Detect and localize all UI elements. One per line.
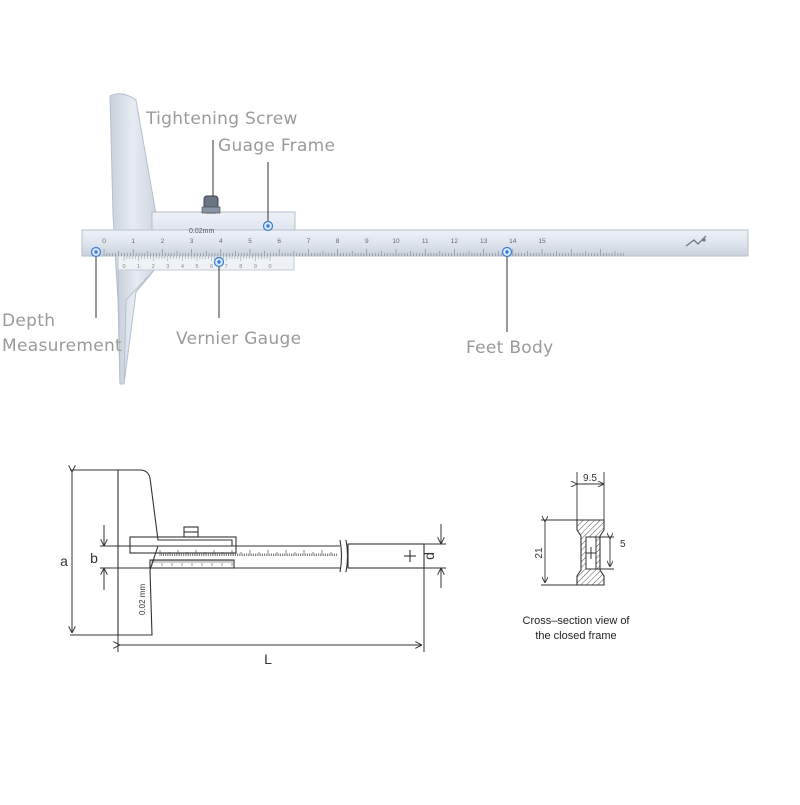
main-scale-number: 13 — [480, 238, 488, 245]
cross-section — [576, 519, 605, 586]
main-scale-number: 5 — [248, 238, 252, 245]
dimension-b-label: b — [90, 550, 98, 566]
dimension-inner — [596, 537, 614, 570]
caption-line-1: Cross–section view of — [522, 615, 630, 627]
main-scale-number: 6 — [277, 238, 281, 245]
technical-drawing — [117, 469, 425, 636]
dimension-height-label: 21 — [534, 547, 545, 559]
brand-logo — [685, 235, 707, 247]
drawing-vertical-label: 0.02 mm — [138, 584, 147, 615]
callout-depth-line2: Measurement — [2, 336, 123, 356]
dimension-L — [118, 568, 425, 652]
callout-tightening-screw: Tightening Screw — [146, 109, 298, 129]
callout-feet-body: Feet Body — [466, 338, 554, 358]
vernier-number: 6 — [210, 264, 213, 270]
dimension-a-label: a — [60, 553, 68, 569]
cross-section-caption: Cross–section view of the closed frame — [508, 614, 644, 644]
feet-body-beam — [81, 229, 749, 257]
callout-vernier-gauge: Vernier Gauge — [176, 329, 302, 349]
main-scale-number: 4 — [219, 238, 223, 245]
vernier-number: 3 — [166, 264, 169, 270]
dimension-d — [424, 524, 446, 588]
vernier-number: 8 — [239, 264, 242, 270]
main-scale-number: 2 — [161, 238, 165, 245]
vernier-number: 4 — [181, 264, 184, 270]
vernier-number: 0 — [122, 264, 125, 270]
dimension-height — [541, 520, 577, 586]
main-scale — [103, 249, 625, 256]
dimension-width — [577, 472, 605, 520]
vernier-number: 1 — [137, 264, 140, 270]
callout-depth-line1: Depth — [2, 311, 56, 331]
gauge-base-lower — [117, 267, 158, 385]
main-scale-number: 11 — [422, 238, 429, 245]
vernier-number: 2 — [152, 264, 155, 270]
callout-gauge-frame: Guage Frame — [218, 136, 336, 156]
dimension-b — [100, 525, 130, 590]
vernier-number: 7 — [225, 264, 228, 270]
main-scale-number: 10 — [392, 238, 400, 245]
callout-dot-depth — [90, 246, 102, 258]
main-scale-number: 15 — [538, 238, 546, 245]
vernier-number: 9 — [254, 264, 257, 270]
vernier-value-label: 0.02mm — [189, 228, 214, 235]
main-scale-number: 7 — [307, 238, 311, 245]
main-scale-number: 0 — [102, 238, 106, 245]
main-scale-number: 12 — [451, 238, 459, 245]
callout-dot-vernier — [213, 256, 225, 268]
vernier-number: 0 — [268, 264, 271, 270]
main-scale-number: 14 — [509, 238, 517, 245]
dimension-inner-label: 5 — [620, 539, 626, 550]
dimension-d-label: d — [421, 552, 437, 560]
caption-line-2: the closed frame — [535, 630, 617, 642]
vernier-scale-numbers: 0 1 2 3 4 5 6 7 8 9 0 — [122, 264, 271, 270]
main-scale-number: 9 — [365, 238, 369, 245]
callout-dot-frame — [262, 220, 274, 232]
callout-dot-feet — [501, 246, 513, 258]
main-scale-number: 3 — [190, 238, 194, 245]
main-scale-number: 1 — [131, 238, 135, 245]
dimension-L-label: L — [264, 651, 272, 667]
vernier-scale — [123, 256, 271, 261]
main-scale-number: 8 — [336, 238, 340, 245]
dimension-width-label: 9.5 — [583, 473, 597, 484]
vernier-number: 5 — [195, 264, 198, 270]
dimension-a — [70, 470, 118, 636]
drawing-scale-ticks — [151, 550, 337, 566]
